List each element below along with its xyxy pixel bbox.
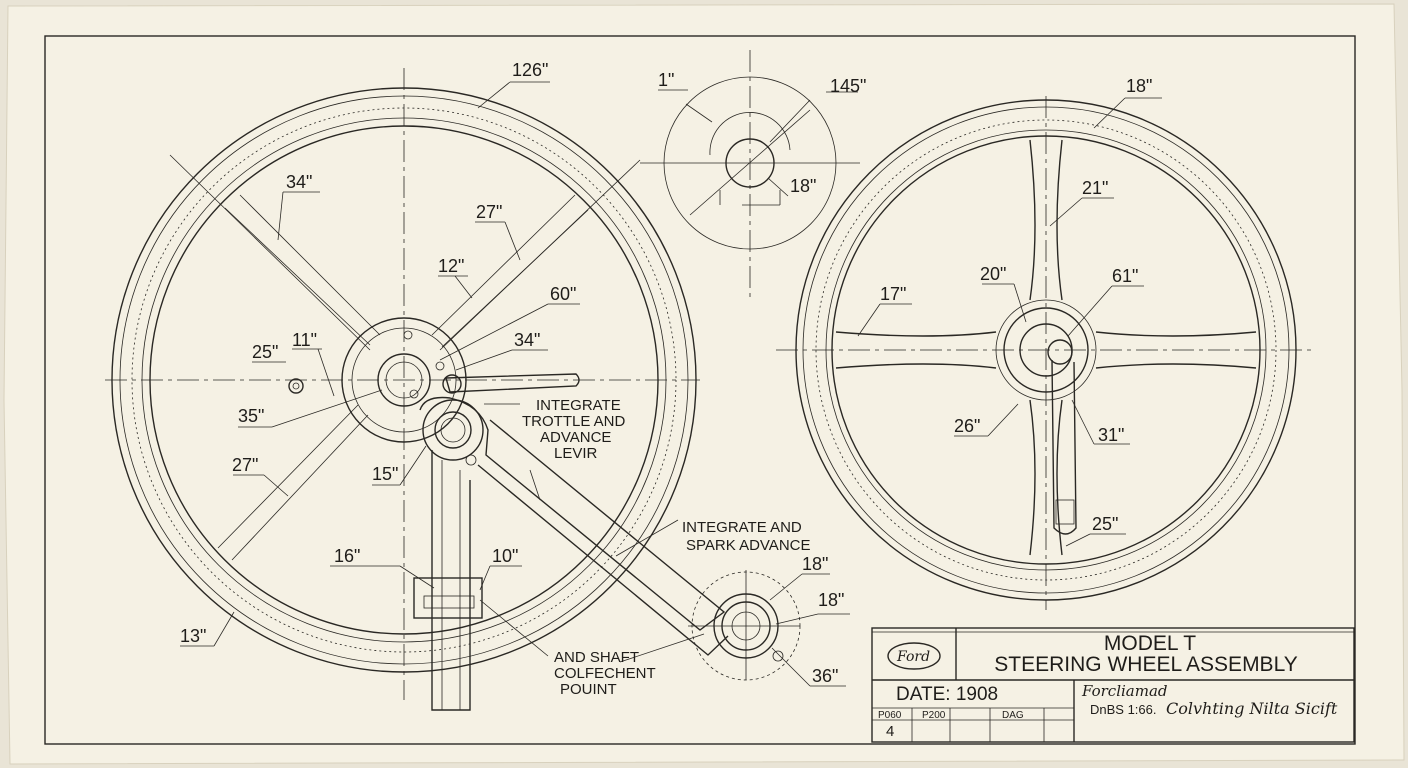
cell-3: DAG bbox=[1002, 710, 1024, 721]
dim-17: 17" bbox=[880, 284, 906, 304]
note-shaft-line-1: AND SHAFT bbox=[554, 649, 639, 666]
signature-1: Forcliamad bbox=[1081, 682, 1168, 700]
sheet-number: 4 bbox=[886, 723, 894, 740]
dim-10: 10" bbox=[492, 546, 518, 566]
dim-12: 12" bbox=[438, 256, 464, 276]
dim-21: 21" bbox=[1082, 178, 1108, 198]
dim-25-right: 25" bbox=[1092, 514, 1118, 534]
cell-1: P060 bbox=[878, 710, 902, 721]
date-label: DATE: 1908 bbox=[896, 684, 998, 705]
right-wheel-drawing bbox=[776, 96, 1314, 610]
dim-31: 31" bbox=[1098, 425, 1124, 445]
dim-18-pulley-a: 18" bbox=[802, 554, 828, 574]
note-throttle-line-3: ADVANCE bbox=[540, 429, 611, 446]
dim-13: 13" bbox=[180, 626, 206, 646]
dim-20: 20" bbox=[980, 264, 1006, 284]
dim-18-right: 18" bbox=[1126, 76, 1152, 96]
annotation-notes: INTEGRATE TROTTLE AND ADVANCE LEVIR INTE… bbox=[522, 397, 810, 698]
dim-61: 61" bbox=[1112, 266, 1138, 286]
signature-2: Colvhting Nilta Sicift bbox=[1166, 699, 1338, 718]
dim-27-lower: 27" bbox=[232, 455, 258, 475]
ford-logo-text: Ford bbox=[896, 649, 930, 665]
dim-16: 16" bbox=[334, 546, 360, 566]
dim-11: 11" bbox=[292, 330, 317, 350]
dim-34-top: 34" bbox=[286, 172, 312, 192]
paper bbox=[3, 3, 1405, 765]
note-spark-line-1: INTEGRATE AND bbox=[682, 519, 802, 536]
drawing-number: DnBS 1:66. bbox=[1090, 702, 1157, 717]
dim-126: 126" bbox=[512, 60, 548, 80]
note-spark-line-2: SPARK ADVANCE bbox=[686, 537, 810, 554]
dim-36: 36" bbox=[812, 666, 838, 686]
note-shaft-line-2: COLFECHENT bbox=[554, 665, 656, 682]
drawing-title: STEERING WHEEL ASSEMBLY bbox=[994, 653, 1297, 676]
top-detail-drawing bbox=[640, 50, 860, 300]
dim-27-upper: 27" bbox=[476, 202, 502, 222]
note-throttle-line-4: LEVIR bbox=[554, 445, 598, 462]
ford-logo bbox=[887, 642, 941, 670]
dim-26: 26" bbox=[954, 416, 980, 436]
left-wheel-drawing bbox=[105, 68, 801, 711]
dim-25-left: 25" bbox=[252, 342, 278, 362]
dim-18-top: 18" bbox=[790, 176, 816, 196]
model-label: MODEL T bbox=[1104, 632, 1196, 655]
note-throttle-line-1: INTEGRATE bbox=[536, 397, 621, 414]
dim-1: 1" bbox=[658, 70, 674, 90]
dimension-labels: 126" 34" 27" 12" 60" 34" 25" 11" 35" 27"… bbox=[180, 60, 1152, 686]
left-leaders bbox=[180, 81, 850, 687]
note-shaft-line-3: POUINT bbox=[560, 681, 617, 698]
dim-145: 145" bbox=[830, 76, 866, 96]
cell-2: P200 bbox=[922, 710, 946, 721]
dim-34-hub: 34" bbox=[514, 330, 540, 350]
note-throttle-line-2: TROTTLE AND bbox=[522, 413, 626, 430]
title-block: Ford MODEL T STEERING WHEEL ASSEMBLY DAT… bbox=[871, 627, 1355, 743]
drawing-border bbox=[44, 35, 1356, 745]
dim-15: 15" bbox=[372, 464, 398, 484]
dim-18-pulley-b: 18" bbox=[818, 590, 844, 610]
right-leaders bbox=[857, 97, 1162, 547]
dim-60: 60" bbox=[550, 284, 576, 304]
dim-35: 35" bbox=[238, 406, 264, 426]
